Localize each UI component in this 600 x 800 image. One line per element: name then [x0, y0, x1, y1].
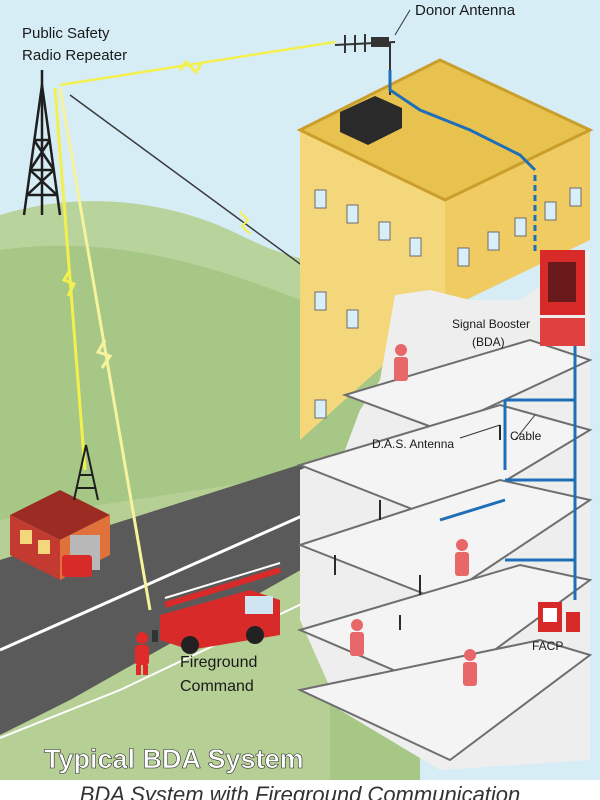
fireground-label-line2: Command — [180, 678, 254, 695]
cable-run — [388, 70, 577, 600]
fire-truck-icon — [160, 562, 281, 654]
figure-caption: BDA System with Fireground Communication — [79, 782, 521, 800]
signal-booster-label-line2: (BDA) — [472, 335, 505, 349]
donor-antenna-label: Donor Antenna — [415, 2, 516, 19]
radio-tower-icon — [22, 70, 62, 216]
leader-lines — [394, 9, 536, 441]
ground-floor — [296, 638, 593, 762]
facp-label: FACP — [532, 639, 563, 653]
road-lane-line — [0, 498, 339, 652]
das-antennas — [334, 425, 501, 630]
facp-panel-icon — [538, 602, 580, 632]
floor-1 — [297, 478, 593, 602]
firefighter-outside-icon — [135, 630, 158, 675]
radio-signal-beams — [53, 40, 391, 611]
floor-2 — [296, 403, 593, 522]
roof — [296, 58, 594, 202]
cable-label: Cable — [510, 429, 542, 443]
repeater-label-line1: Public Safety — [22, 25, 110, 42]
building-left-face — [300, 130, 445, 440]
roof-housing — [340, 96, 402, 145]
signal-booster-label-line1: Signal Booster — [452, 317, 530, 331]
repeater-label-line2: Radio Repeater — [22, 47, 127, 64]
signal-booster-icon — [540, 250, 585, 346]
fire-station — [10, 444, 110, 580]
fireground-label-line1: Fireground — [180, 654, 257, 671]
das-antenna-label: D.A.S. Antenna — [372, 437, 454, 451]
building — [296, 58, 594, 770]
station-tower-icon — [73, 444, 99, 501]
diagram-title: Typical BDA System — [44, 744, 304, 774]
floor-3 — [341, 338, 593, 432]
firefighter-inside-icons — [350, 344, 477, 686]
